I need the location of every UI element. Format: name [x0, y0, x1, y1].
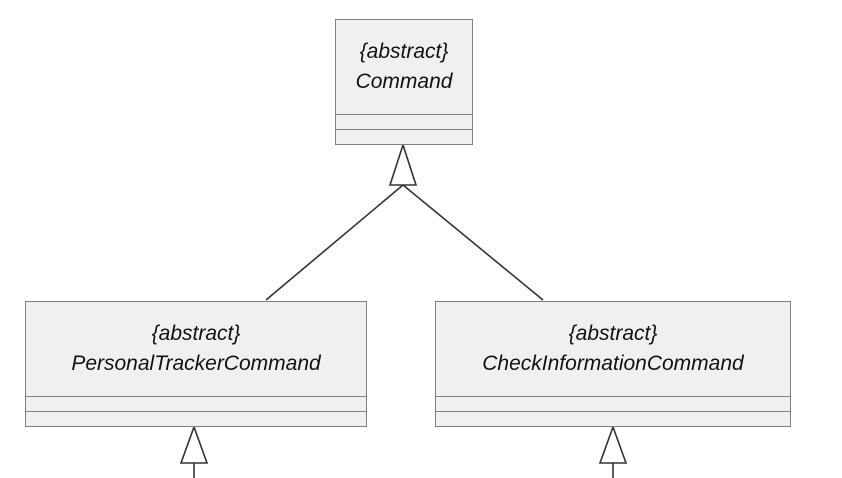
class-name: Command	[355, 70, 453, 93]
class-header: {abstract} CheckInformationCommand	[436, 302, 790, 396]
generalization-line-personal	[265, 184, 404, 301]
class-command: {abstract} Command	[335, 19, 473, 145]
inheritance-arrowhead-icon	[388, 142, 418, 186]
class-header: {abstract} PersonalTrackerCommand	[26, 302, 366, 396]
operations-compartment	[336, 129, 472, 130]
attributes-compartment	[336, 114, 472, 115]
class-name: CheckInformationCommand	[482, 352, 744, 375]
inheritance-arrowhead-icon	[179, 424, 209, 464]
class-header: {abstract} Command	[336, 20, 472, 114]
class-name: PersonalTrackerCommand	[71, 352, 321, 375]
class-stereotype: {abstract}	[151, 322, 241, 345]
class-check-information-command: {abstract} CheckInformationCommand	[435, 301, 791, 427]
inheritance-arrowhead-icon	[598, 424, 628, 464]
attributes-compartment	[436, 396, 790, 397]
class-personal-tracker-command: {abstract} PersonalTrackerCommand	[25, 301, 367, 427]
class-stereotype: {abstract}	[359, 40, 449, 63]
generalization-line-check	[402, 184, 544, 301]
operations-compartment	[26, 411, 366, 412]
class-stereotype: {abstract}	[568, 322, 658, 345]
operations-compartment	[436, 411, 790, 412]
attributes-compartment	[26, 396, 366, 397]
